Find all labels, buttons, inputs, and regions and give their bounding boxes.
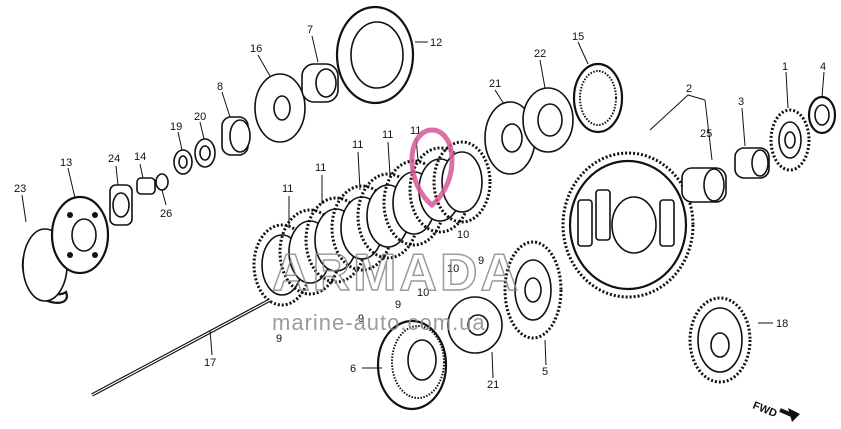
callout-11-a: 11 xyxy=(282,183,293,195)
callout-1: 1 xyxy=(782,61,788,73)
callout-9-d: 9 xyxy=(478,255,484,267)
callout-9-b: 9 xyxy=(358,313,364,325)
callout-21-lower: 21 xyxy=(487,379,499,391)
callout-25: 25 xyxy=(700,128,712,140)
callout-5: 5 xyxy=(542,366,548,378)
part-washer-16 xyxy=(254,73,306,143)
part-gear-18 xyxy=(688,296,752,384)
callout-13: 13 xyxy=(60,157,72,169)
callout-10-a: 10 xyxy=(417,287,429,299)
part-clutch-outer-2 xyxy=(561,151,695,299)
part-pressure-plate-12 xyxy=(335,5,415,105)
callout-11-c: 11 xyxy=(352,139,363,151)
callout-9-a: 9 xyxy=(276,333,282,345)
part-washer-22 xyxy=(522,87,574,153)
part-seal-4 xyxy=(807,95,837,135)
part-pin xyxy=(136,177,156,195)
callout-18: 18 xyxy=(776,318,788,330)
callout-23: 23 xyxy=(14,183,26,195)
part-collar-20 xyxy=(194,138,216,168)
callout-labels: 23 13 24 14 26 19 20 8 16 7 12 21 22 15 … xyxy=(14,24,826,391)
callout-12: 12 xyxy=(430,37,442,49)
part-pushrod xyxy=(91,298,271,397)
callout-16: 16 xyxy=(250,43,262,55)
part-needle-bearing-25 xyxy=(681,167,727,203)
callout-11-b: 11 xyxy=(315,162,326,174)
callout-17: 17 xyxy=(204,357,216,369)
callout-20: 20 xyxy=(194,111,206,123)
callout-9-c: 9 xyxy=(395,299,401,311)
part-washer-small xyxy=(155,173,169,191)
callout-19: 19 xyxy=(170,121,182,133)
callout-22: 22 xyxy=(534,48,546,60)
callout-7: 7 xyxy=(307,24,313,36)
part-ring-15 xyxy=(572,62,624,134)
callout-26: 26 xyxy=(160,208,172,220)
callout-24: 24 xyxy=(108,153,120,165)
callout-8: 8 xyxy=(217,81,223,93)
part-collar-3 xyxy=(734,147,770,179)
watermark: ARMADA marine-auto.com.ua xyxy=(271,127,521,335)
leader-lines xyxy=(21,35,825,379)
part-bearing-7 xyxy=(301,63,339,103)
callout-11-d: 11 xyxy=(382,129,393,141)
callout-21-upper: 21 xyxy=(489,78,501,90)
part-washer-21-lower xyxy=(447,296,503,354)
watermark-logo-icon xyxy=(409,127,455,209)
callout-15: 15 xyxy=(572,31,584,43)
callout-4: 4 xyxy=(820,61,826,73)
callout-6: 6 xyxy=(350,363,356,375)
callout-14: 14 xyxy=(134,151,146,163)
part-guide-8 xyxy=(221,116,251,156)
part-collar-19 xyxy=(173,149,193,175)
callout-11-e: 11 xyxy=(410,125,421,137)
part-sprocket-1 xyxy=(769,108,811,172)
watermark-brand: ARMADA xyxy=(272,244,521,302)
callout-10-c: 10 xyxy=(457,229,469,241)
fwd-label: FWD xyxy=(751,400,779,421)
part-pump-plate xyxy=(50,195,110,275)
part-bearing xyxy=(109,184,133,226)
callout-2: 2 xyxy=(686,83,692,95)
part-clutch-center-5 xyxy=(503,240,563,340)
callout-3: 3 xyxy=(738,96,744,108)
clutch-plate-stack xyxy=(252,140,492,307)
forward-direction-indicator: FWD xyxy=(751,400,800,422)
watermark-site: marine-auto.com.ua xyxy=(272,310,486,335)
part-hub-6 xyxy=(376,319,448,411)
callout-10-b: 10 xyxy=(447,263,459,275)
